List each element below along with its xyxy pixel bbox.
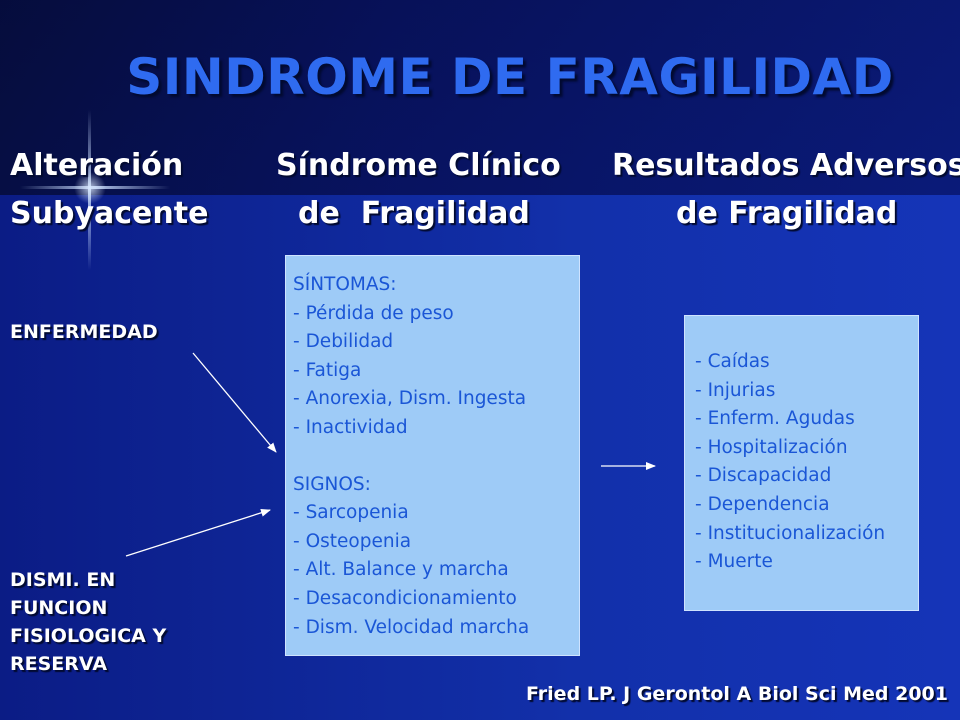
outcome-item: Institucionalización	[695, 520, 918, 549]
arrow-decline-to-syndrome	[125, 508, 271, 557]
citation: Fried LP. J Gerontol A Biol Sci Med 2001	[526, 683, 948, 705]
sign-item: Sarcopenia	[293, 499, 579, 528]
symptoms-list: Pérdida de peso Debilidad Fatiga Anorexi…	[293, 300, 579, 443]
outcome-item: Enferm. Agudas	[695, 405, 918, 434]
header-col2-line2: de Fragilidad	[298, 196, 530, 231]
symptom-item: Pérdida de peso	[293, 300, 579, 329]
cause-decline-line: RESERVA	[10, 653, 108, 675]
outcomes-box: Caídas Injurias Enferm. Agudas Hospitali…	[684, 315, 919, 611]
symptom-item: Fatiga	[293, 357, 579, 386]
sparkle-icon	[74, 172, 106, 204]
cause-disease: ENFERMEDAD	[10, 321, 158, 343]
header-col1-line2: Subyacente	[10, 196, 209, 231]
header-col3-line2: de Fragilidad	[676, 196, 898, 231]
cause-decline-line: DISMI. EN	[10, 569, 116, 591]
outcome-item: Hospitalización	[695, 434, 918, 463]
cause-decline-line: FISIOLOGICA Y	[10, 625, 167, 647]
cause-decline-line: FUNCION	[10, 597, 108, 619]
slide-title: SINDROME DE FRAGILIDAD	[126, 48, 894, 106]
outcome-item: Muerte	[695, 548, 918, 577]
sign-item: Desacondicionamiento	[293, 585, 579, 614]
symptoms-heading: SÍNTOMAS:	[293, 274, 397, 295]
outcomes-list: Caídas Injurias Enferm. Agudas Hospitali…	[695, 348, 918, 577]
sign-item: Osteopenia	[293, 528, 579, 557]
outcome-item: Discapacidad	[695, 462, 918, 491]
sign-item: Dism. Velocidad marcha	[293, 614, 579, 643]
header-band	[0, 0, 960, 195]
symptom-item: Anorexia, Dism. Ingesta	[293, 385, 579, 414]
signs-heading: SIGNOS:	[293, 473, 371, 495]
arrow-disease-to-syndrome	[192, 352, 277, 453]
header-col2-line1: Síndrome Clínico	[276, 148, 561, 183]
symptom-item: Inactividad	[293, 414, 579, 443]
outcome-item: Caídas	[695, 348, 918, 377]
syndrome-box: SÍNTOMAS: Pérdida de peso Debilidad Fati…	[285, 255, 580, 656]
header-col1-line1: Alteración	[10, 148, 184, 183]
outcome-item: Dependencia	[695, 491, 918, 520]
sign-item: Alt. Balance y marcha	[293, 556, 579, 585]
header-col3-line1: Resultados Adversos	[612, 148, 960, 183]
cause-decline: DISMI. EN FUNCION FISIOLOGICA Y RESERVA	[10, 566, 166, 678]
symptom-item: Debilidad	[293, 328, 579, 357]
signs-list: Sarcopenia Osteopenia Alt. Balance y mar…	[293, 499, 579, 642]
outcome-item: Injurias	[695, 377, 918, 406]
